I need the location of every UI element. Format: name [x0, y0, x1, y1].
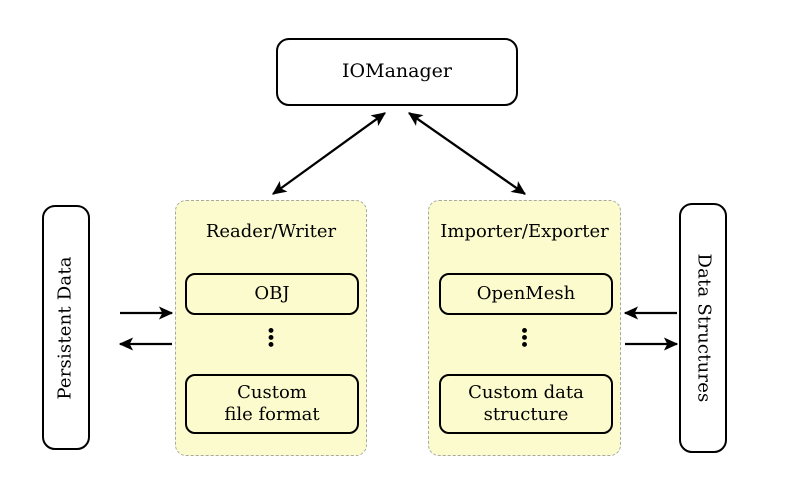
reader-writer-item-custom-file-format[interactable]: Custom file format	[185, 374, 359, 434]
custom-file-format-line2: file format	[224, 404, 320, 425]
custom-data-structure-line1: Custom data	[468, 381, 584, 403]
arrow-iomanager-readerwriter	[272, 112, 386, 195]
data-structures-label: Data Structures	[692, 253, 714, 403]
persistent-data-node[interactable]: Persistent Data	[42, 205, 90, 450]
custom-data-structure-line2: structure	[483, 404, 569, 425]
arrow-iomanager-importerexporter	[408, 112, 526, 195]
reader-writer-item-obj-label: OBJ	[254, 282, 290, 304]
custom-file-format-line1: Custom	[237, 381, 307, 403]
data-structures-node[interactable]: Data Structures	[679, 203, 727, 453]
importer-exporter-group[interactable]: Importer/Exporter OpenMesh ••• Custom da…	[428, 200, 621, 456]
importer-exporter-title: Importer/Exporter	[440, 221, 609, 242]
iomanager-node[interactable]: IOManager	[276, 38, 518, 106]
reader-writer-ellipsis: •••	[265, 322, 277, 356]
iomanager-label: IOManager	[342, 60, 452, 83]
persistent-data-label: Persistent Data	[55, 255, 77, 400]
reader-writer-item-custom-file-format-label: Custom file format	[224, 382, 319, 427]
importer-exporter-item-custom-data-structure[interactable]: Custom data structure	[439, 374, 613, 434]
importer-exporter-ellipsis: •••	[519, 322, 530, 356]
importer-exporter-item-custom-data-structure-label: Custom data structure	[468, 382, 584, 427]
importer-exporter-item-openmesh-label: OpenMesh	[476, 282, 576, 304]
reader-writer-title: Reader/Writer	[205, 221, 337, 242]
importer-exporter-item-openmesh[interactable]: OpenMesh	[439, 273, 613, 315]
reader-writer-group[interactable]: Reader/Writer OBJ ••• Custom file format	[175, 200, 367, 456]
reader-writer-item-obj[interactable]: OBJ	[185, 273, 359, 315]
